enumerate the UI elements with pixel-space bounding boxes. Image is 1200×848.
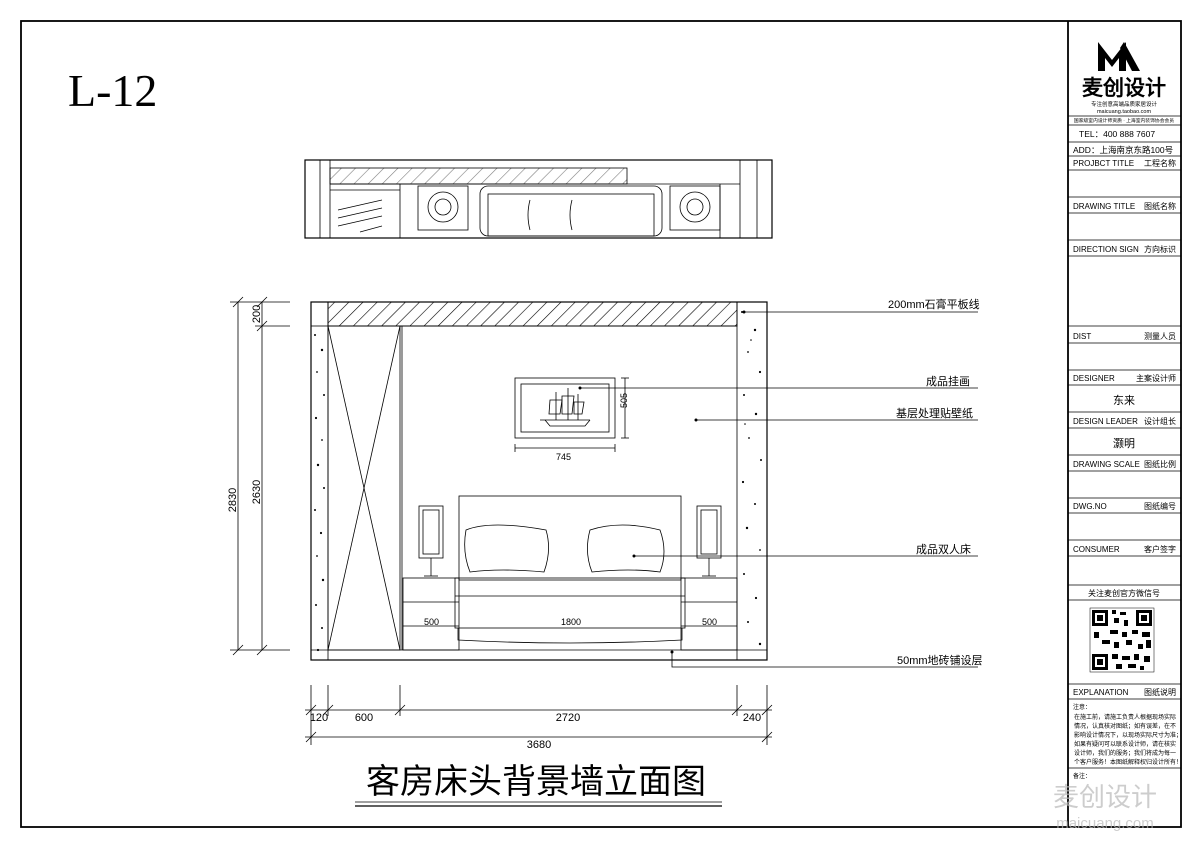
notes-line: 设计师，我们的服务；我们将成为每一	[1074, 749, 1176, 757]
contact-tel: TEL：400 888 7607	[1079, 129, 1155, 139]
brand-logo-mark	[1098, 42, 1126, 71]
dim-bottom-total: 3680	[527, 739, 551, 751]
nightstand-left-dim: 500	[424, 617, 439, 627]
notes-line: 情况，认真核对图纸；如有误差，在不	[1074, 722, 1176, 730]
title-block: 麦创设计 专注创意高端品质家居设计 maicuang.taobao.com 国家…	[1068, 42, 1182, 780]
callout-bed: 成品双人床	[916, 542, 971, 556]
brand-name: 麦创设计	[1082, 76, 1166, 100]
painting-width-dim: 745	[556, 452, 571, 462]
elevation-view: 745 505 500 1800 500	[310, 301, 768, 661]
brand-slogan: 专注创意高端品质家居设计	[1091, 100, 1158, 108]
dim-height-outer: 2830	[227, 488, 239, 512]
bed-base	[454, 577, 686, 629]
sheet-number: L-12	[68, 65, 157, 116]
notes-line: 个客户服务！本图纸解释权归设计所有！	[1074, 758, 1182, 766]
watermark-text: 麦创设计	[1053, 782, 1157, 812]
framed-painting	[514, 377, 616, 439]
row-label-en: DIRECTION SIGN	[1073, 245, 1139, 254]
left-dimensions	[230, 296, 290, 656]
row-label-en: DESIGNER	[1073, 374, 1115, 383]
callout-cornice: 200mm石膏平板线	[888, 297, 980, 311]
row-label-en: CONSUMER	[1073, 545, 1120, 554]
pillow-left	[464, 524, 549, 573]
notes-line: 影响设计情况下，以现场实际尺寸为准；	[1074, 731, 1182, 739]
remark-label: 备注：	[1073, 772, 1091, 780]
callout-leaders	[578, 310, 978, 668]
dim-bottom-240: 240	[743, 712, 761, 724]
left-wall-speckle	[314, 334, 325, 652]
notes-title: 注意：	[1073, 703, 1091, 711]
sheet-border	[20, 20, 1182, 828]
drawing-title: 客房床头背景墙立面图	[366, 763, 706, 801]
row-label-cn: 图纸比例	[1144, 459, 1176, 469]
row-label-en: DIST	[1073, 332, 1091, 341]
dim-bottom-120: 120	[310, 712, 328, 724]
row-label-en: PROJBCT TITLE	[1073, 159, 1134, 168]
row-label-en: DRAWING SCALE	[1073, 460, 1140, 469]
nightstand-right-dim: 500	[702, 617, 717, 627]
callout-floor-tile: 50mm地砖铺设层	[897, 653, 983, 667]
row-label-cn: 测量人员	[1144, 332, 1176, 341]
explanation-label-en: EXPLANATION	[1073, 688, 1129, 697]
qr-code	[1089, 607, 1155, 673]
qr-caption: 关注麦创官方微信号	[1088, 588, 1160, 598]
painting-height-dim: 505	[619, 393, 629, 408]
row-label-en: DWG.NO	[1073, 502, 1107, 511]
nightstand-left	[402, 577, 460, 651]
lamp-right	[696, 505, 722, 559]
row-label-en: DESIGN LEADER	[1073, 417, 1138, 426]
row-label-cn: 图纸名称	[1144, 201, 1176, 211]
row-label-cn: 工程名称	[1144, 158, 1176, 168]
row-label-cn: 设计组长	[1144, 416, 1176, 426]
row-label-cn: 方向标识	[1144, 244, 1176, 254]
dim-bottom-600: 600	[355, 712, 373, 724]
dim-bottom-2720: 2720	[556, 712, 580, 724]
design-leader-name: 灏明	[1113, 436, 1135, 450]
row-label-en: DRAWING TITLE	[1073, 202, 1135, 211]
pillow-right	[587, 524, 665, 573]
row-label-cn: 图纸编号	[1144, 501, 1176, 511]
explanation-label-cn: 图纸说明	[1144, 687, 1176, 697]
right-wall-speckle	[741, 311, 762, 646]
callout-painting: 成品挂画	[926, 374, 970, 388]
bottom-dimensions	[305, 685, 773, 745]
row-label-cn: 主案设计师	[1136, 373, 1176, 383]
bed-width-dim: 1800	[561, 617, 581, 627]
headboard	[458, 495, 682, 581]
brand-tagline: 国家级室内设计师资质 · 上海室内装饰协会会员	[1074, 117, 1174, 124]
row-label-cn: 客户签字	[1144, 544, 1176, 554]
designer-name: 东来	[1113, 394, 1135, 407]
brand-url: maicuang.taobao.com	[1097, 109, 1152, 115]
notes-line: 如果有疑问可以联系设计师，请在核实	[1074, 740, 1176, 748]
contact-address: ADD：上海南京东路100号	[1073, 145, 1173, 155]
dim-height-top: 200	[251, 305, 263, 323]
watermark-url: maicuang.com	[1056, 815, 1154, 832]
callout-wallpaper: 基层处理贴壁纸	[896, 406, 973, 420]
plan-view	[304, 159, 773, 239]
notes-line: 在施工前，请施工负责人根据现场实际	[1074, 713, 1176, 721]
dim-height-inner: 2630	[251, 480, 263, 504]
nightstand-right	[680, 577, 738, 651]
plaster-cornice	[327, 301, 738, 327]
